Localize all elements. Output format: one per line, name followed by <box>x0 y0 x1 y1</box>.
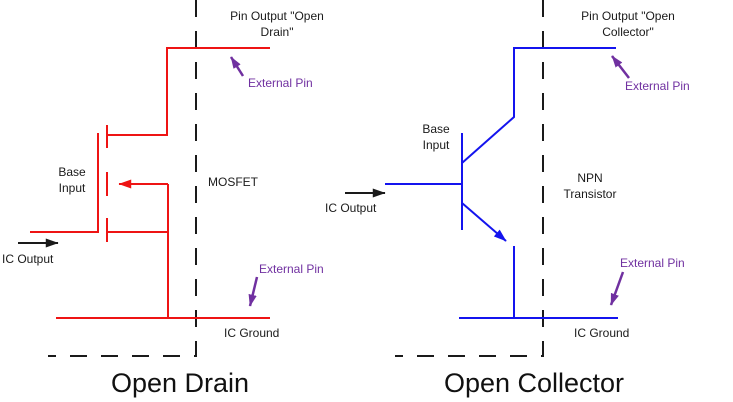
right-ic-ground-label: IC Ground <box>574 326 630 340</box>
left-title: Open Drain <box>110 368 250 398</box>
left-base-input-label: Base Input <box>58 165 86 196</box>
ic-boundary-left-dashed-line <box>48 0 197 357</box>
left-ic-ground-label: IC Ground <box>224 326 280 340</box>
left-external-pin-top-arrow <box>229 56 245 77</box>
right-external-pin-bottom-label: External Pin <box>620 256 685 270</box>
npn-collector-to-pin-line <box>461 47 616 164</box>
right-device-label: NPN Transistor <box>563 171 617 202</box>
right-pin-output-label: Pin Output "Open Collector" <box>581 9 675 40</box>
left-external-pin-bottom-arrow <box>248 276 259 307</box>
left-ic-output-label: IC Output <box>2 252 54 266</box>
ic-boundary-right-dashed-line <box>395 0 544 357</box>
left-external-pin-top-label: External Pin <box>248 76 313 90</box>
mosfet-drain-to-pin-line <box>107 47 270 136</box>
right-title: Open Collector <box>443 368 625 398</box>
npn-emitter-arrow <box>461 202 507 242</box>
left-pin-output-label: Pin Output "Open Drain" <box>230 9 324 40</box>
right-external-pin-bottom-arrow <box>609 271 625 306</box>
left-device-label: MOSFET <box>208 175 258 189</box>
right-external-pin-top-label: External Pin <box>625 79 690 93</box>
right-base-input-label: Base Input <box>422 122 450 153</box>
right-external-pin-top-arrow <box>611 55 630 79</box>
mosfet-gate-and-input-line <box>30 133 99 233</box>
right-ic-output-label: IC Output <box>325 201 377 215</box>
left-external-pin-bottom-label: External Pin <box>259 262 324 276</box>
